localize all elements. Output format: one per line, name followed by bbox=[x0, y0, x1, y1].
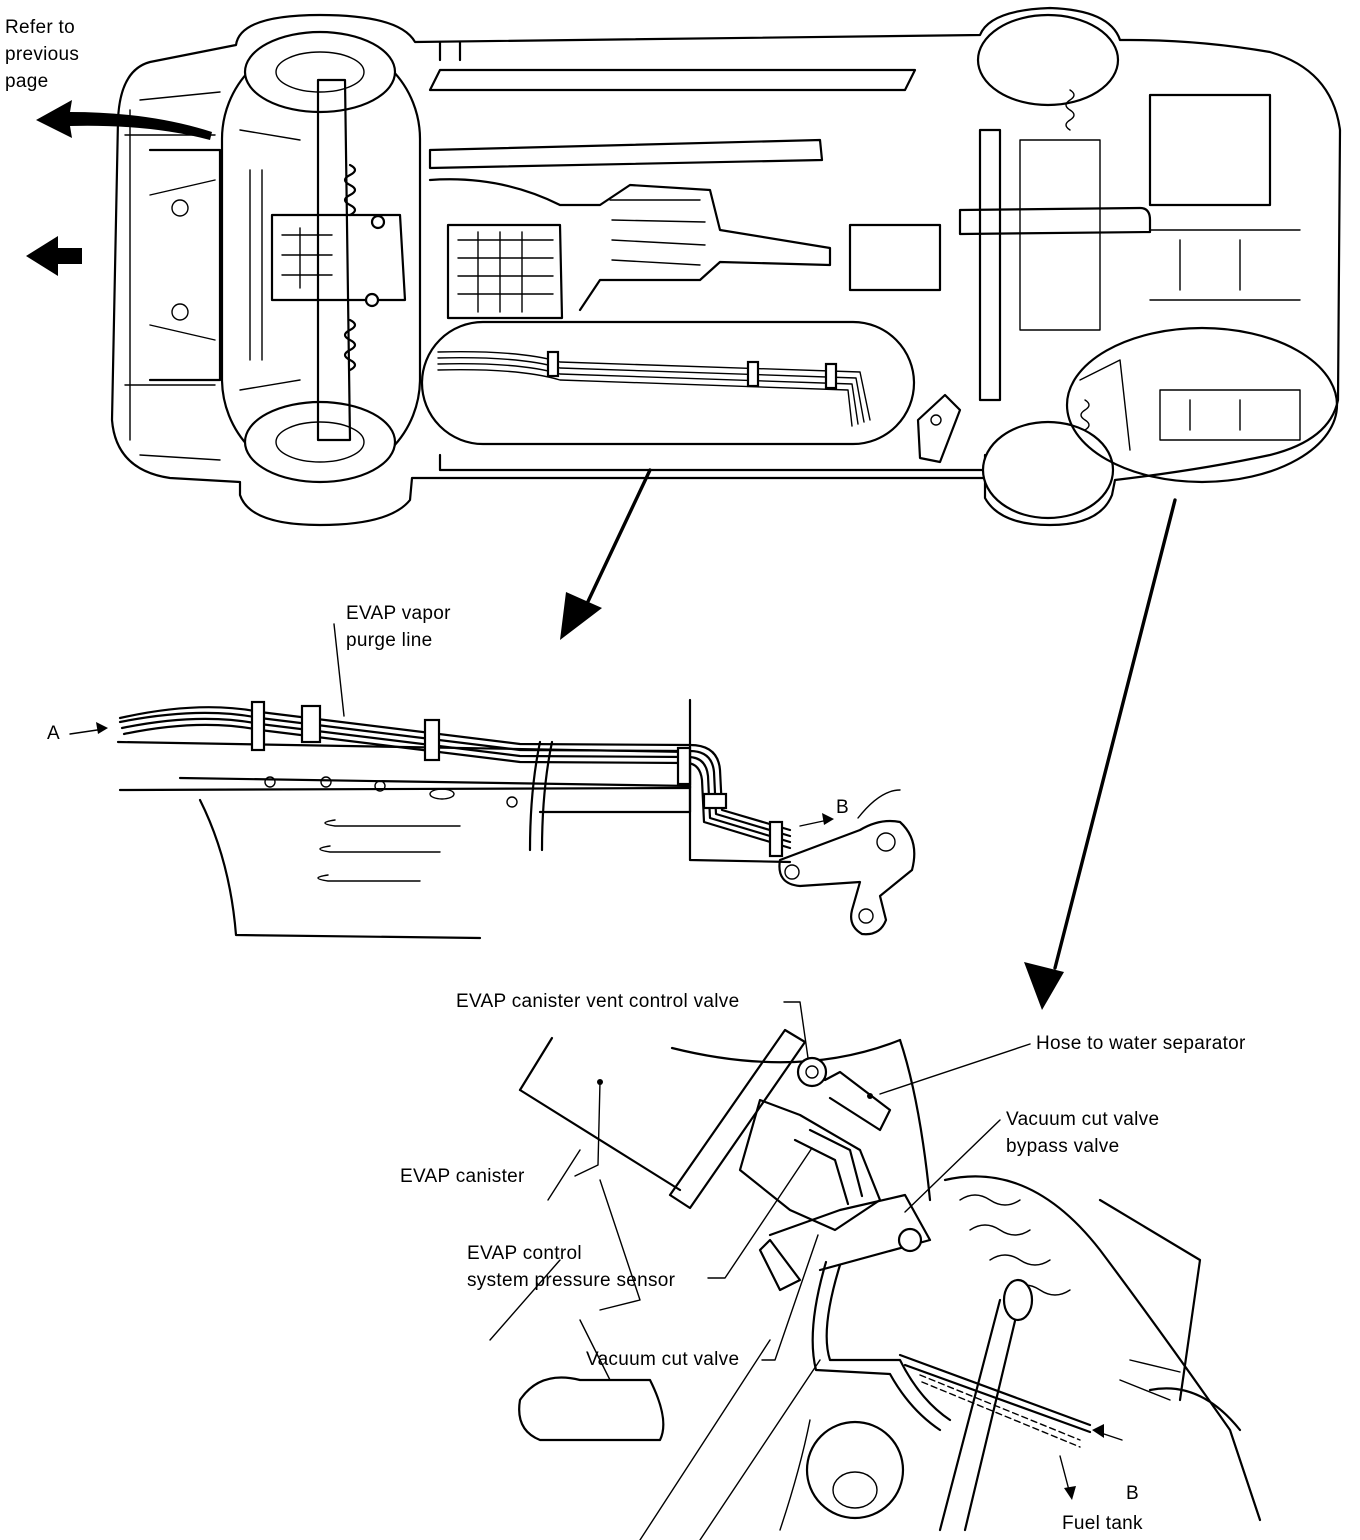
sensor-label-line-2: system pressure sensor bbox=[467, 1270, 676, 1291]
refer-note-line-1: Refer to bbox=[5, 17, 75, 38]
point-b-bottom-label: B bbox=[1126, 1483, 1139, 1504]
purge-line-detail bbox=[69, 623, 916, 940]
vehicle-underbody bbox=[26, 6, 1342, 527]
evap-canister-label: EVAP canister bbox=[400, 1166, 525, 1187]
bypass-label-line-1: Vacuum cut valve bbox=[1006, 1109, 1160, 1130]
purge-line-label-line-1: EVAP vapor bbox=[346, 603, 451, 624]
pressure-sensor-label: EVAP control system pressure sensor bbox=[467, 1240, 675, 1294]
point-b-label: B bbox=[836, 797, 849, 818]
vacuum-cut-bypass-label: Vacuum cut valve bypass valve bbox=[1006, 1106, 1159, 1160]
bypass-label-line-2: bypass valve bbox=[1006, 1136, 1120, 1157]
point-a-label: A bbox=[47, 723, 60, 744]
fuel-tank-label: Fuel tank bbox=[1062, 1513, 1143, 1534]
refer-previous-page-note: Refer to previous page bbox=[5, 14, 79, 95]
purge-line-label-line-2: purge line bbox=[346, 630, 433, 651]
evap-vapor-purge-line-label: EVAP vapor purge line bbox=[346, 600, 451, 654]
refer-note-line-3: page bbox=[5, 71, 49, 92]
canister-detail bbox=[489, 1001, 1262, 1540]
refer-note-line-2: previous bbox=[5, 44, 80, 65]
vacuum-cut-valve-label: Vacuum cut valve bbox=[586, 1349, 740, 1370]
sensor-label-line-1: EVAP control bbox=[467, 1243, 582, 1264]
hose-water-separator-label: Hose to water separator bbox=[1036, 1033, 1246, 1054]
vent-control-valve-label: EVAP canister vent control valve bbox=[456, 991, 740, 1012]
